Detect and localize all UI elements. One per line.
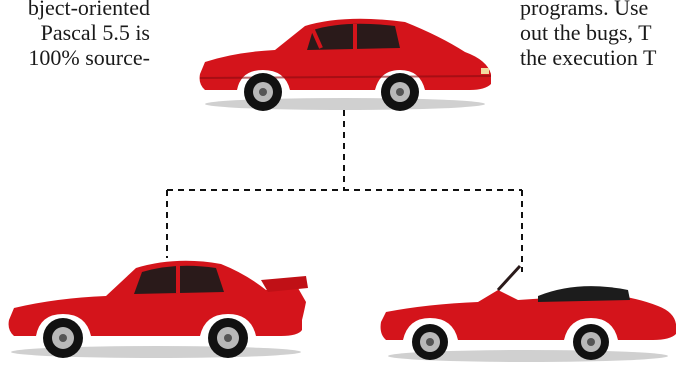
left-text-line: 100% source-: [28, 45, 150, 70]
right-text-column: programs. Use out the bugs, T the execut…: [520, 0, 656, 70]
coupe-car-image: [199, 18, 492, 111]
left-text-line: Pascal 5.5 is: [40, 20, 150, 45]
left-text-line: bject-oriented: [27, 0, 150, 20]
right-text-line: programs. Use: [520, 0, 649, 20]
right-text-line: the execution T: [520, 45, 657, 70]
left-text-column: bject-oriented Pascal 5.5 is 100% source…: [0, 0, 150, 70]
turbo-coupe-car-image: [8, 260, 308, 358]
dashed-connectors: [166, 110, 523, 272]
convertible-car-image: [380, 264, 676, 362]
right-text-line: out the bugs, T: [520, 20, 652, 45]
